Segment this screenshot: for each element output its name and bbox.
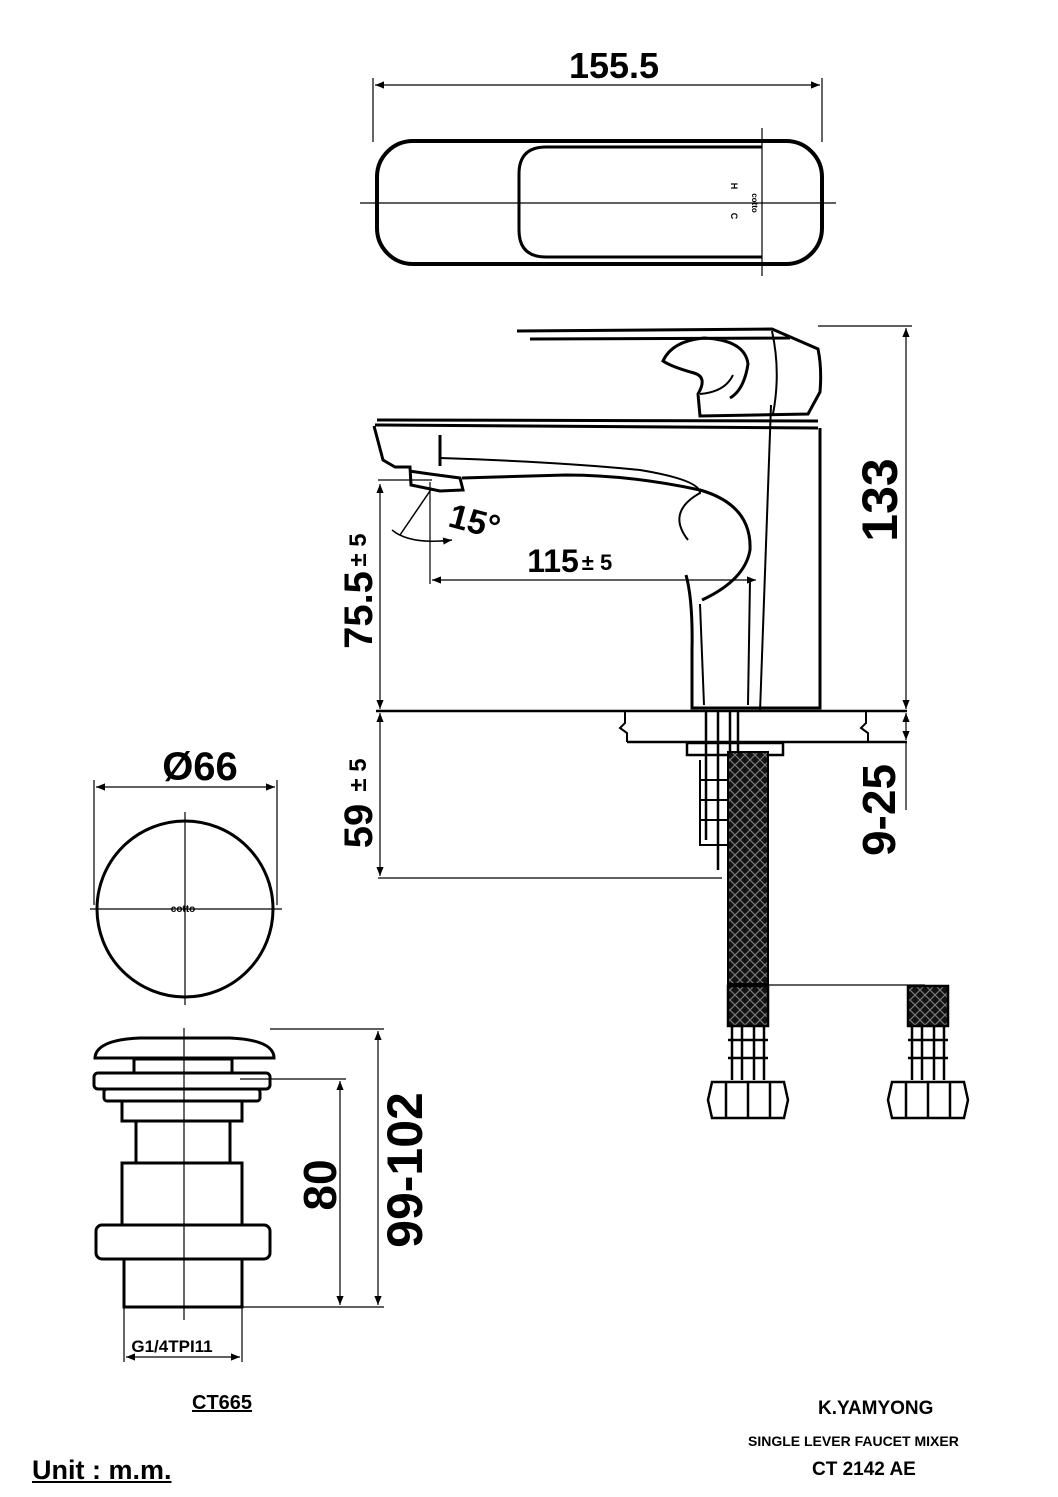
height-total-value: 133 [852,458,908,541]
spout-reach-tol: ± 5 [582,550,612,575]
spout-height-value: 75.5 [337,571,381,649]
shank-thread [699,760,739,846]
lever-handle [516,327,823,418]
waste-model-label: CT665 [192,1392,253,1414]
waste-flange [92,1071,272,1091]
deck-thickness-value: 9-25 [853,764,905,856]
spout-tip [372,425,465,493]
waste-collar [120,1099,244,1123]
waste-side-view [92,1028,276,1320]
product-name-label: SINGLE LEVER FAUCET MIXER [748,1433,959,1449]
top-view-lever [517,145,762,259]
hose-fitting-left [706,984,790,1120]
shank-length-value: 59 [337,804,381,849]
waste-top-view [90,780,282,1005]
spout-height-tol: ± 5 [345,533,372,566]
side-view [372,327,907,985]
body-top [374,418,819,430]
waste-neck [132,1057,234,1075]
width-total-value: 155.5 [569,45,659,86]
shank-rod [704,712,740,870]
waste-thread [122,1257,244,1309]
waste-body-height-value: 80 [294,1159,346,1210]
braided-hose [727,751,769,985]
waste-total-height-value: 99-102 [377,1092,433,1248]
waste-thread-value: G1/4TPI11 [131,1337,212,1356]
spout-underside [438,435,752,602]
hose-fitting-right [886,984,970,1120]
spout-angle-value: 15° [445,497,505,547]
lever-marks: H C cotto [729,183,759,220]
body-inner [699,579,751,706]
designer-label: K.YAMYONG [818,1398,934,1419]
waste-ring [102,1087,262,1103]
product-code-label: CT 2142 AE [812,1459,916,1480]
waste-body [120,1161,244,1227]
waste-dimensions [123,1028,384,1362]
body-axis [759,404,772,713]
shank-length-tol: ± 5 [345,758,372,791]
waste-diameter-value: Ø66 [162,745,238,789]
hot-mark: H [729,183,739,190]
lever-brand-mark: cotto [750,193,759,213]
side-dimensions [376,325,912,879]
body-front [684,428,822,710]
deck-edge-right [859,711,869,742]
top-view [360,78,836,276]
waste-cap [93,1036,276,1060]
spout-upper [439,457,702,541]
cold-mark: C [729,213,739,220]
lever-inner [699,330,778,415]
unit-label: Unit : m.m. [32,1455,172,1485]
waste-stem [134,1119,232,1165]
spout-reach-value: 115 [527,543,579,579]
waste-nut [94,1223,272,1261]
deck-edge-left [618,711,628,742]
waste-cap-brand: cotto [171,904,195,915]
